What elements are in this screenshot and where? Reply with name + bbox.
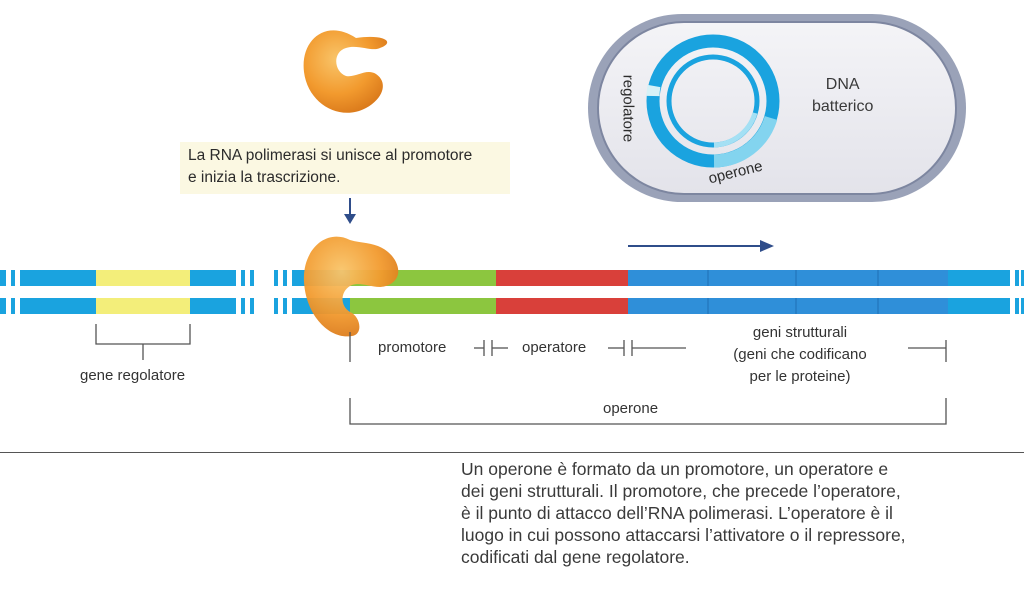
structural-genes-label: geni strutturali (geni che codificano pe… [700, 322, 900, 388]
rna-polymerase-free [303, 30, 388, 113]
operon-label: operone [603, 400, 659, 417]
bacterial-cell [588, 14, 966, 202]
annotation-brackets [95, 324, 947, 425]
operator-bottom [496, 298, 628, 314]
structural-line-2: (geni che codificano [733, 346, 867, 363]
dna-label-line-2: batterico [812, 98, 874, 115]
caption-line-1: Un operone è formato da un promotore, un… [461, 459, 889, 479]
structural-genes-bottom [628, 298, 948, 314]
promoter-label: promotore [378, 339, 447, 356]
caption-line-3: è il punto di attacco dell’RNA polimeras… [461, 503, 893, 523]
polymerase-callout: La RNA polimerasi si unisce al promotore… [180, 142, 510, 194]
caption-line-5: codificati dal gene regolatore. [461, 547, 690, 567]
rna-polymerase-bound [303, 236, 399, 337]
caption-divider [0, 452, 1024, 453]
promoter-bottom [350, 298, 496, 314]
cell-regulator-label: regolatore [619, 74, 637, 143]
dna-left-section [0, 270, 254, 314]
regulator-gene-bottom [96, 298, 190, 314]
figure-caption: Un operone è formato da un promotore, un… [461, 458, 1021, 568]
structural-genes-top [628, 270, 948, 286]
dna-label-line-1: DNA [825, 76, 860, 93]
transcription-direction-arrow [628, 240, 774, 252]
regulator-gene-top [96, 270, 190, 286]
dna-batterico-label: DNA batterico [812, 74, 873, 118]
callout-line-1: La RNA polimerasi si unisce al promotore [188, 147, 473, 164]
callout-line-2: e inizia la trascrizione. [188, 169, 341, 186]
structural-line-1: geni strutturali [752, 324, 848, 341]
bacterial-dna-ring [646, 34, 780, 168]
operator-top [496, 270, 628, 286]
operon-diagram [0, 14, 1024, 425]
caption-line-2: dei geni strutturali. Il promotore, che … [461, 481, 901, 501]
caption-line-4: luogo in cui possono attaccarsi l’attiva… [461, 525, 906, 545]
structural-line-3: per le proteine) [749, 368, 851, 385]
operator-label: operatore [522, 339, 587, 356]
down-arrow-icon [344, 198, 356, 224]
regulator-gene-label: gene regolatore [80, 367, 186, 384]
